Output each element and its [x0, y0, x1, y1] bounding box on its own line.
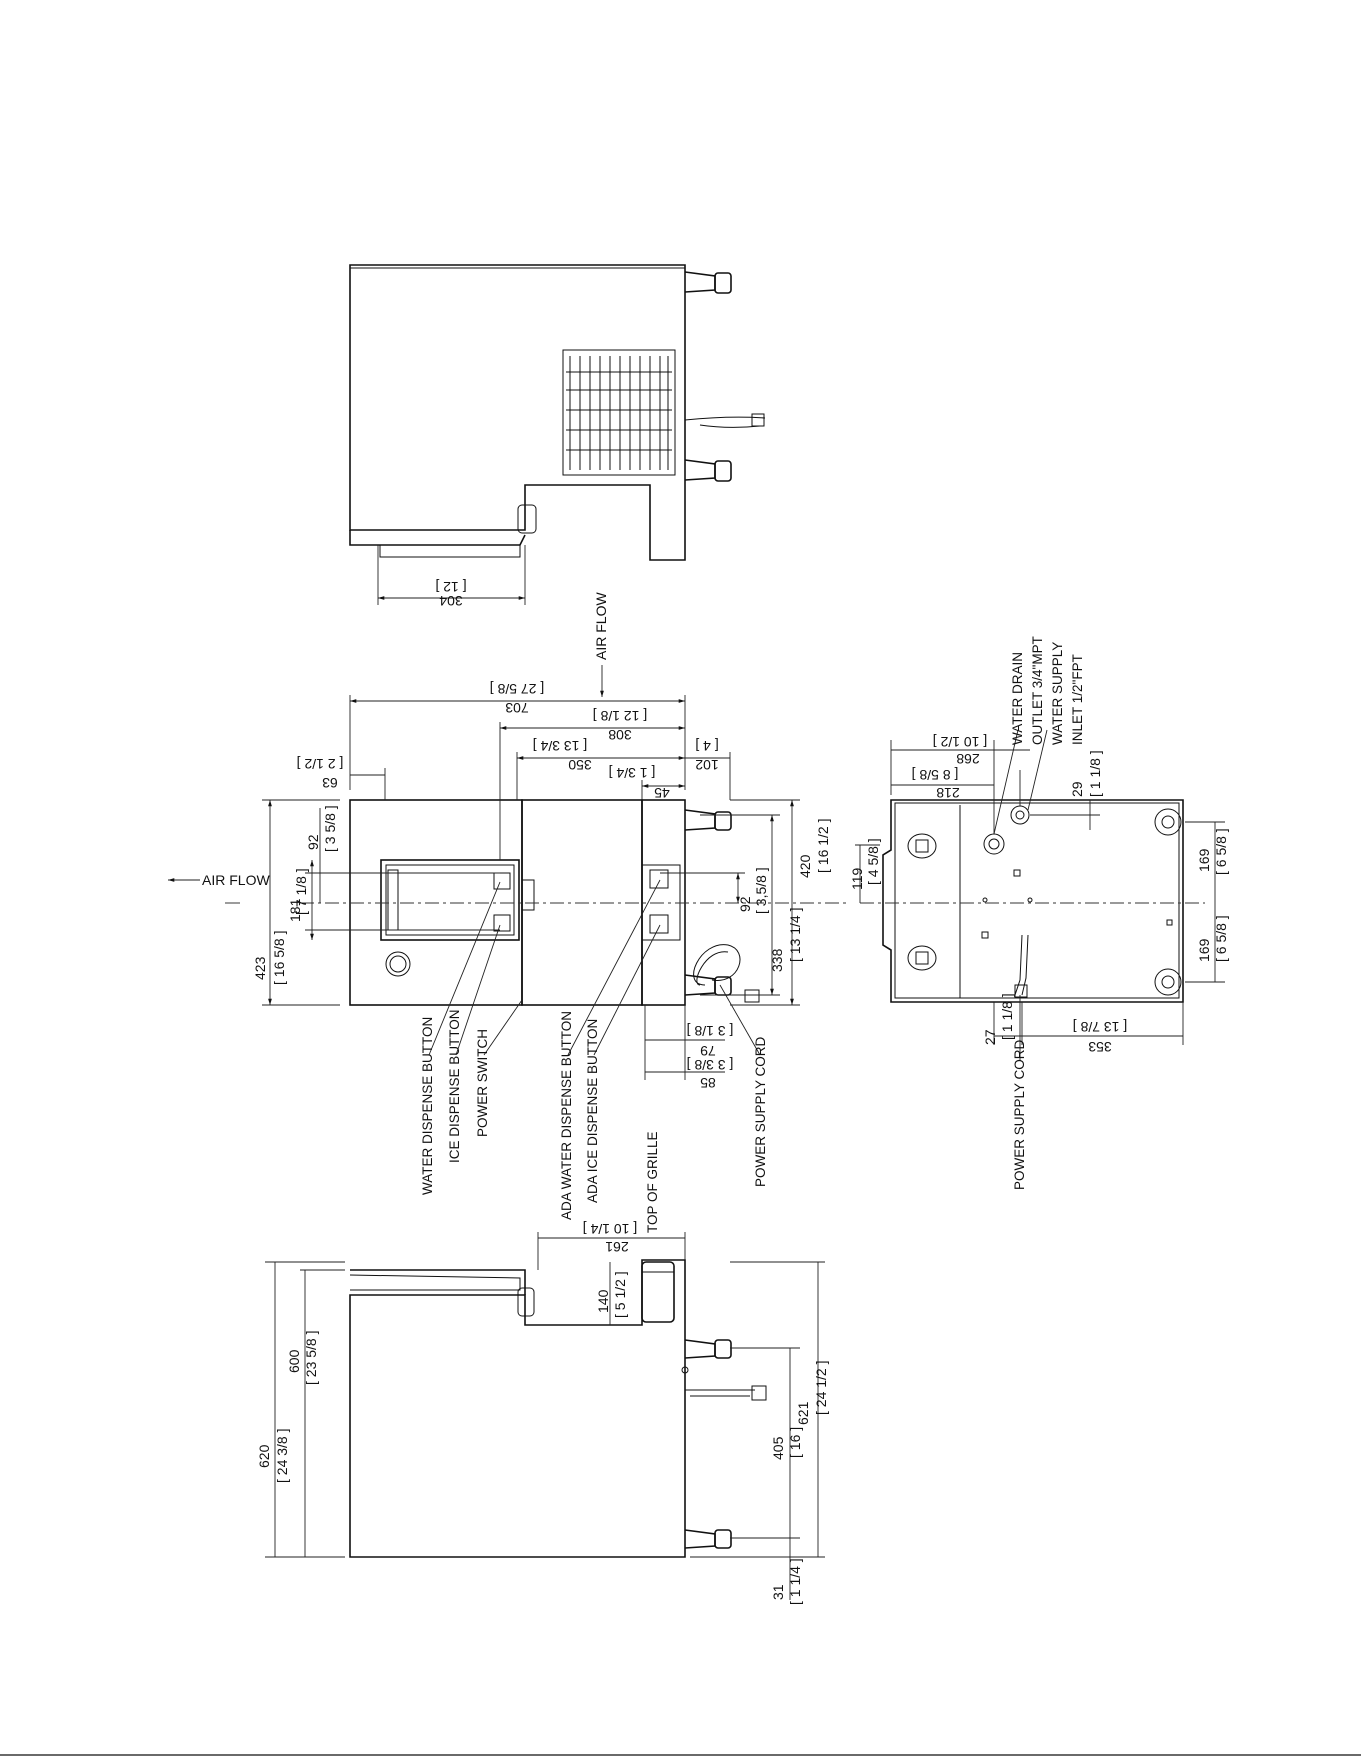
side-view-top: 304 [ 12 ] — [349, 264, 766, 609]
dim-420-in: [ 16 1/2 ] — [815, 819, 831, 873]
ice-dispense-button[interactable] — [493, 914, 511, 932]
callout-ada-ice-dispense-button: ADA ICE DISPENSE BUTTON — [585, 1019, 600, 1203]
dim-703-in: [ 27 5/8 ] — [490, 681, 544, 697]
dispense-window — [380, 859, 520, 941]
front-view: 703 [ 27 5/8 ] 308 [ 12 1/8 ] 350 [ 13 3… — [168, 592, 850, 1233]
dim-268-in: [ 10 1/2 ] — [933, 734, 987, 750]
dim-31: 31 — [770, 1584, 786, 1600]
dim-600-in: [ 23 5/8 ] — [303, 1331, 319, 1385]
dim-102-in: [ 4 ] — [695, 738, 718, 754]
callout-ada-water-dispense-button: ADA WATER DISPENSE BUTTON — [559, 1011, 574, 1220]
power-supply-cord-rear — [1014, 934, 1029, 996]
dim-119-in: [ 4 5/8 ] — [865, 838, 881, 885]
legs-top-view — [684, 271, 732, 482]
dim-620: 620 — [256, 1444, 272, 1468]
side-view-bottom: [ 10 1/4 ] 261 140 [ 5 1/2 ] 600 [ 23 5/… — [256, 1221, 829, 1605]
dim-79: 79 — [700, 1043, 716, 1059]
dim-140-in: [ 5 1/2 ] — [612, 1271, 628, 1318]
dim-79-in: [ 3 1/8 ] — [687, 1023, 734, 1039]
callout-water-supply-inlet: INLET 1/2"FPT — [1070, 654, 1085, 745]
dim-27: 27 — [982, 1029, 998, 1045]
dim-350-in: [ 13 3/4 ] — [533, 738, 587, 754]
callout-power-supply-cord-rear: POWER SUPPLY CORD — [1012, 1039, 1027, 1190]
water-dispense-button[interactable] — [493, 872, 511, 890]
dim-92-right-in: [ 3,5/8 ] — [753, 867, 769, 914]
dim-621: 621 — [795, 1401, 811, 1425]
dim-140: 140 — [595, 1289, 611, 1313]
dim-423: 423 — [252, 956, 268, 980]
callout-power-supply-cord-front: POWER SUPPLY CORD — [753, 1036, 768, 1187]
rear-view: [ 10 1/2 ] 268 [ 8 5/8 ] 218 29 [ 1 1/8 … — [849, 636, 1229, 1190]
dim-353: 353 — [1088, 1039, 1112, 1055]
water-drain-outlet — [983, 833, 1005, 855]
dim-218: 218 — [936, 785, 960, 801]
dim-304-in: [ 12 ] — [435, 579, 466, 595]
dim-181: 181 — [287, 898, 303, 922]
callout-water-drain: WATER DRAIN — [1010, 652, 1025, 745]
dim-621-in: [ 24 1/2 ] — [813, 1361, 829, 1415]
dim-169-bottom-in: [ 6 5/8 ] — [1213, 915, 1229, 962]
airflow-label-left: AIR FLOW — [202, 872, 270, 888]
dim-119: 119 — [849, 867, 865, 890]
dim-620-in: [ 24 3/8 ] — [274, 1429, 290, 1483]
dim-45: 45 — [654, 785, 670, 801]
callout-water-drain-outlet: OUTLET 3/4"MPT — [1030, 636, 1045, 745]
dim-102: 102 — [695, 757, 719, 773]
logo — [385, 951, 411, 977]
dim-405: 405 — [770, 1436, 786, 1460]
dim-308: 308 — [608, 727, 632, 743]
dim-63: 63 — [322, 775, 338, 791]
ada-water-dispense-button[interactable] — [649, 869, 669, 889]
callout-power-switch: POWER SWITCH — [475, 1029, 490, 1137]
dim-261: 261 — [605, 1239, 629, 1255]
dim-353-in: [ 13 7/8 ] — [1073, 1019, 1127, 1035]
dim-31-in: [ 1 1/4 ] — [787, 1558, 803, 1605]
airflow-label-top: AIR FLOW — [593, 592, 609, 660]
dim-420: 420 — [797, 854, 813, 878]
dim-350: 350 — [568, 757, 592, 773]
callout-water-supply: WATER SUPPLY — [1050, 642, 1065, 745]
dim-92-left: 92 — [305, 834, 321, 850]
dim-45-in: [ 1 3/4 ] — [609, 765, 656, 781]
dim-703: 703 — [505, 700, 529, 716]
dim-92-right: 92 — [737, 896, 753, 912]
dim-27-in: [ 1 1/8 ] — [999, 993, 1015, 1040]
dim-181-in: [ 7 1/8 ] — [293, 868, 309, 915]
dim-261-in: [ 10 1/4 ] — [583, 1221, 637, 1237]
dim-29-in: [ 1 1/8 ] — [1087, 750, 1103, 797]
water-supply-inlet — [1010, 805, 1030, 825]
power-supply-cord — [693, 944, 741, 986]
dim-268: 268 — [956, 751, 980, 767]
dim-600: 600 — [286, 1349, 302, 1373]
callout-water-dispense-button: WATER DISPENSE BUTTON — [420, 1017, 435, 1195]
callout-top-of-grille: TOP OF GRILLE — [645, 1131, 660, 1233]
dim-423-in: [ 16 5/8 ] — [271, 931, 287, 985]
dim-338: 338 — [769, 948, 785, 972]
dim-169-top-in: [ 6 5/8 ] — [1213, 828, 1229, 875]
dim-63-in: [ 2 1/2 ] — [297, 756, 344, 772]
callout-ice-dispense-button: ICE DISPENSE BUTTON — [447, 1009, 462, 1163]
ada-ice-dispense-button[interactable] — [649, 914, 669, 934]
dim-169-top: 169 — [1196, 848, 1212, 872]
grille-top-view — [562, 349, 676, 476]
dim-338-in: [ 13 1/4 ] — [787, 908, 803, 962]
dim-308-in: [ 12 1/8 ] — [593, 708, 647, 724]
dim-169-bottom: 169 — [1196, 938, 1212, 962]
dim-29: 29 — [1069, 781, 1085, 797]
dim-304: 304 — [439, 593, 463, 609]
dim-405-in: [ 16 ] — [787, 1427, 803, 1458]
dim-85: 85 — [700, 1075, 716, 1091]
dim-218-in: [ 8 5/8 ] — [912, 767, 959, 783]
dim-92-left-in: [ 3 5/8 ] — [322, 805, 338, 852]
dim-85-in: [ 3 3/8 ] — [687, 1057, 734, 1073]
